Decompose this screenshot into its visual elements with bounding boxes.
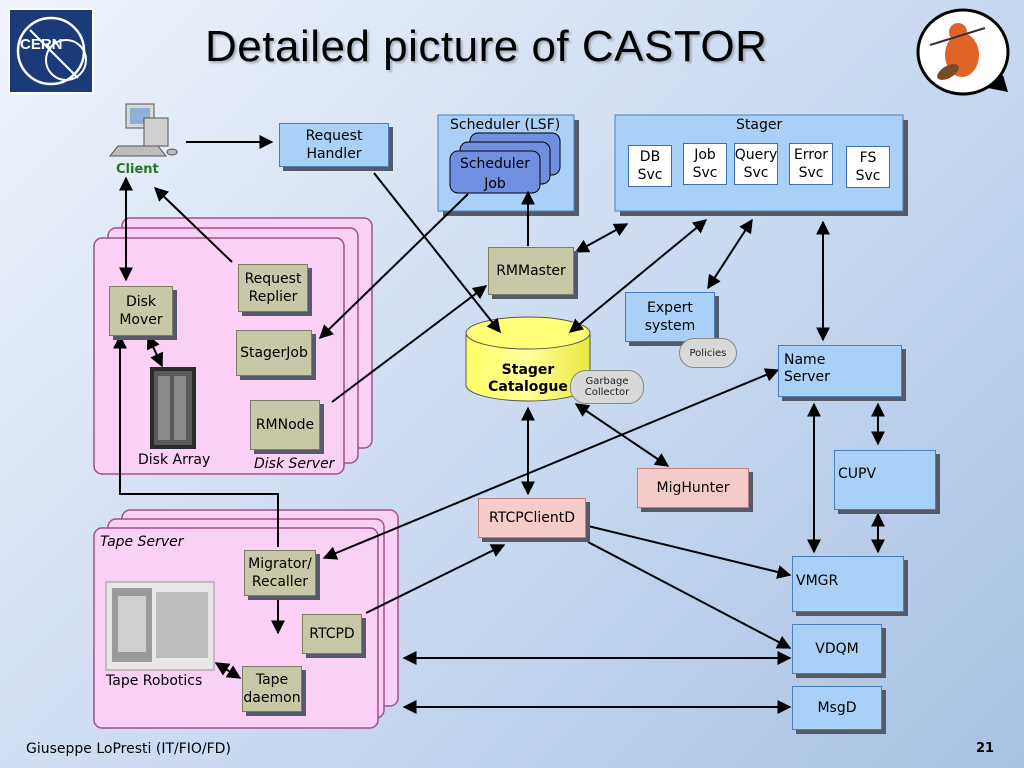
client-computer-icon: [108, 103, 178, 157]
scheduler-container: [437, 114, 579, 216]
scheduler-title: Scheduler (LSF): [450, 117, 561, 133]
rm-master-box: RMMaster: [488, 247, 574, 295]
db-svc-box: DB Svc: [628, 145, 672, 187]
disk-array-image: [150, 367, 196, 449]
tape-robotics-image: [105, 581, 215, 671]
stager-catalogue-label: Stager Catalogue: [488, 362, 568, 395]
disk-array-label: Disk Array: [138, 452, 211, 468]
mig-hunter-box: MigHunter: [637, 468, 749, 508]
castor-beaver-logo: [916, 8, 1010, 96]
expert-system-box: Expert system: [625, 292, 715, 342]
page-number: 21: [976, 741, 995, 756]
vdqm-box: VDQM: [792, 624, 882, 674]
tape-robotics-label: Tape Robotics: [106, 673, 203, 689]
disk-server-label: Disk Server: [254, 456, 335, 472]
error-svc-box: Error Svc: [789, 143, 833, 185]
garbage-collector-pill: Garbage Collector: [570, 370, 644, 404]
migrator-recaller-box: Migrator/ Recaller: [244, 550, 316, 596]
page-title: Detailed picture of CASTOR: [205, 22, 768, 71]
request-replier-box: Request Replier: [238, 264, 308, 312]
job-svc-box: Job Svc: [683, 143, 727, 185]
msgd-box: MsgD: [792, 686, 882, 730]
disk-server-container: [93, 217, 373, 475]
cupv-label: CUPV: [838, 466, 877, 482]
stager-title: Stager: [736, 117, 783, 133]
client-label: Client: [116, 162, 159, 177]
tape-server-label: Tape Server: [100, 534, 184, 550]
scheduler-job-label: Scheduler Job: [459, 156, 531, 192]
query-svc-box: Query Svc: [734, 143, 778, 185]
cern-logo-text: CERN: [20, 36, 63, 53]
tape-daemon-box: Tape daemon: [242, 666, 302, 712]
policies-pill: Policies: [679, 338, 737, 368]
rtcp-client-d-box: RTCPClientD: [478, 498, 586, 538]
rm-node-box: RMNode: [250, 400, 320, 450]
fs-svc-box: FS Svc: [846, 146, 890, 188]
request-handler-box: Request Handler: [279, 123, 389, 167]
footer-author: Giuseppe LoPresti (IT/FIO/FD): [26, 741, 231, 757]
name-server-label: Name Server: [784, 352, 830, 385]
cern-logo: [8, 8, 94, 94]
rtcpd-box: RTCPD: [302, 614, 362, 654]
name-server-box: [778, 345, 902, 397]
disk-mover-box: Disk Mover: [109, 286, 173, 336]
vmgr-box: [792, 556, 904, 612]
vmgr-label: VMGR: [796, 573, 839, 589]
stager-job-box: StagerJob: [236, 330, 312, 376]
cupv-box: [834, 450, 936, 510]
connection-arrows: [113, 135, 885, 714]
